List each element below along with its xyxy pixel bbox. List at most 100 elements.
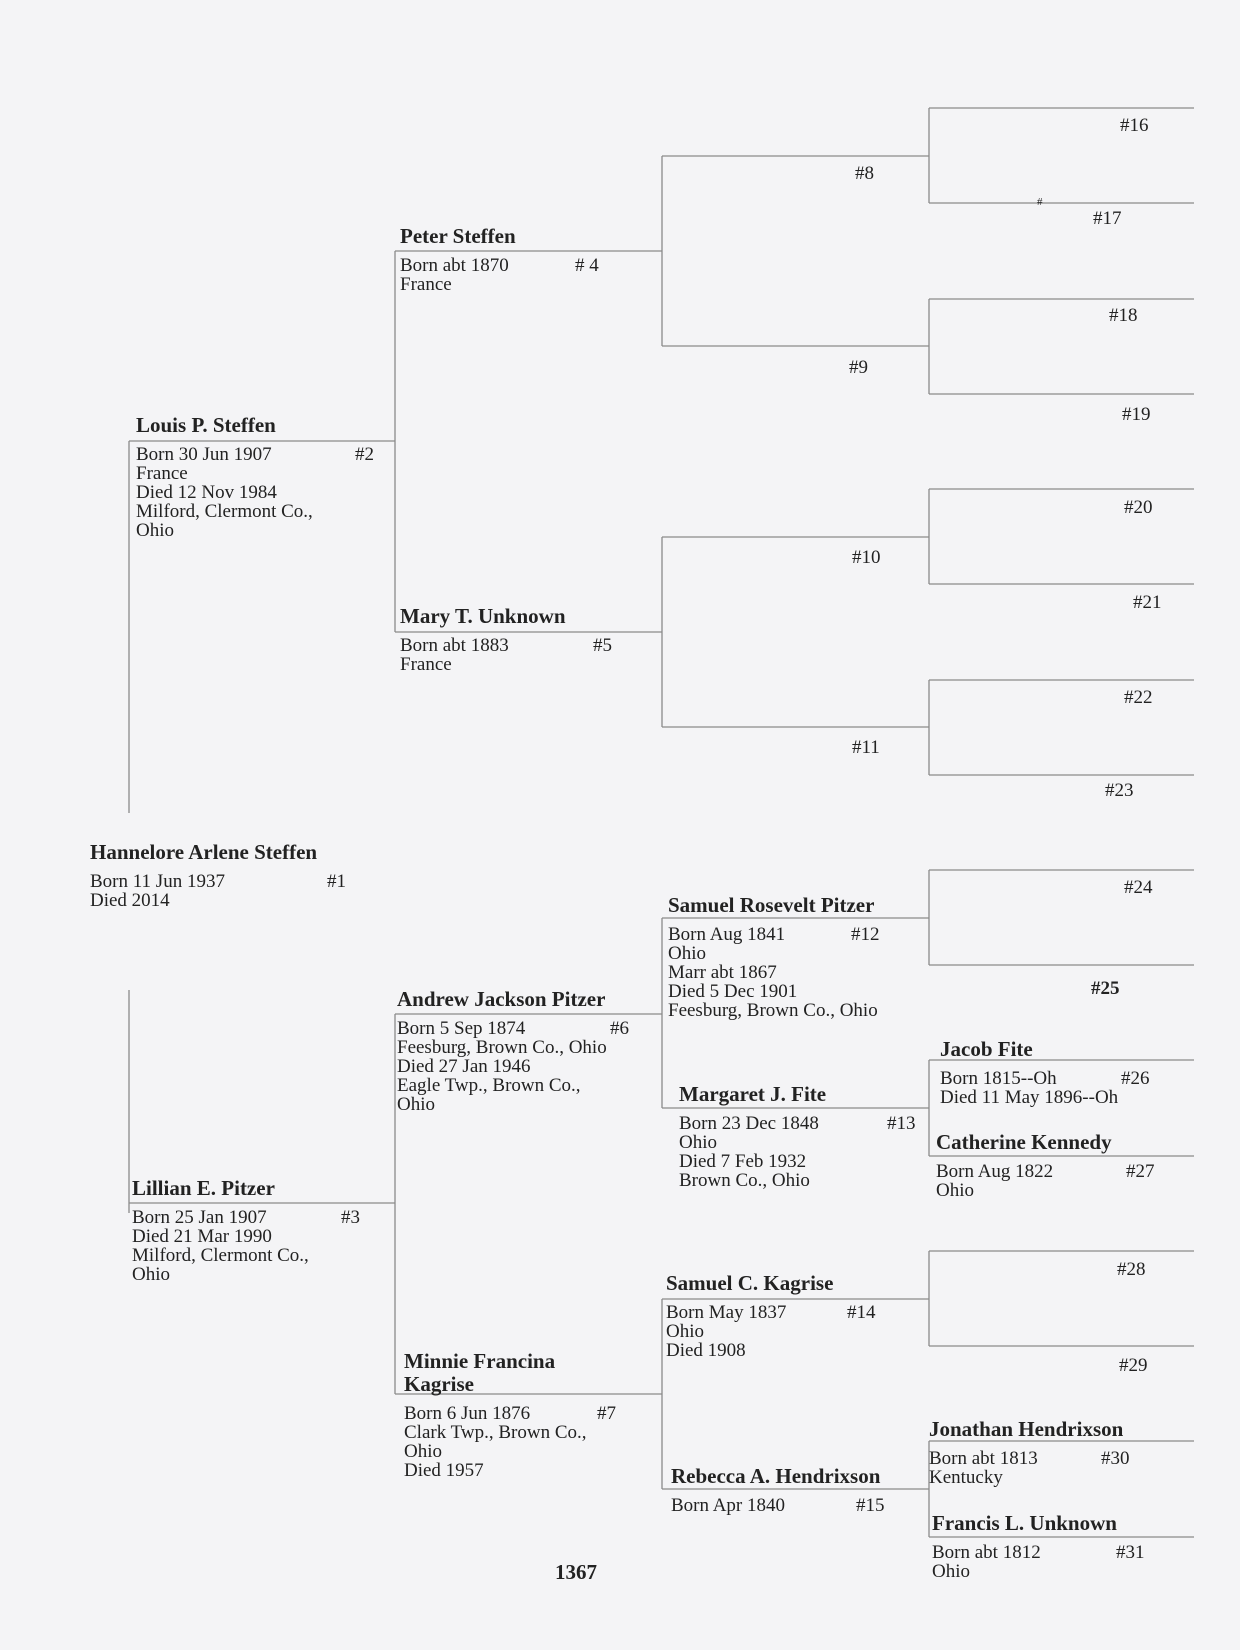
- detail-line: Feesburg, Brown Co., Ohio: [397, 1037, 607, 1058]
- slot-number-29: #29: [1119, 1355, 1148, 1376]
- person-number: #7: [597, 1403, 616, 1424]
- person-details: Born 1815--Oh Died 11 May 1896--Oh #26: [940, 1068, 1150, 1108]
- detail-line: Feesburg, Brown Co., Ohio: [668, 1000, 878, 1021]
- slot-number-18: #18: [1109, 305, 1138, 326]
- detail-line: France: [136, 463, 188, 484]
- person-details: Born 6 Jun 1876 Clark Twp., Brown Co., O…: [404, 1403, 616, 1481]
- person-5: Mary T. Unknown Born abt 1883 France #5: [400, 604, 612, 675]
- person-30: Jonathan Hendrixson Born abt 1813 Kentuc…: [929, 1417, 1130, 1488]
- person-number: #27: [1126, 1161, 1155, 1182]
- detail-line: Born 1815--Oh: [940, 1068, 1057, 1089]
- detail-line: Died 11 May 1896--Oh: [940, 1087, 1119, 1108]
- stray-mark: #: [1037, 196, 1043, 208]
- person-number: #6: [610, 1018, 629, 1039]
- person-12: Samuel Rosevelt Pitzer Born Aug 1841 Ohi…: [668, 893, 880, 1021]
- person-name: Jonathan Hendrixson: [929, 1417, 1124, 1441]
- detail-line: Born 11 Jun 1937: [90, 871, 225, 892]
- detail-line: Born 30 Jun 1907: [136, 444, 272, 465]
- person-number: #15: [856, 1495, 885, 1516]
- slot-number-25: #25: [1091, 978, 1120, 999]
- slot-number-23: #23: [1105, 780, 1134, 801]
- person-number: #12: [851, 924, 880, 945]
- detail-line: Milford, Clermont Co.,: [132, 1245, 309, 1266]
- person-name: Jacob Fite: [940, 1037, 1033, 1061]
- person-number: # 4: [575, 255, 599, 276]
- detail-line: Marr abt 1867: [668, 962, 777, 983]
- person-details: Born Apr 1840 #15: [671, 1496, 885, 1515]
- detail-line: Died 21 Mar 1990: [132, 1226, 272, 1247]
- slot-number-17: #17: [1093, 208, 1122, 229]
- person-name-line: Kagrise: [404, 1372, 474, 1396]
- page-number: 1367: [555, 1560, 597, 1584]
- person-name: Catherine Kennedy: [936, 1130, 1112, 1154]
- person-number: #14: [847, 1302, 876, 1323]
- person-3: Lillian E. Pitzer Born 25 Jan 1907 Died …: [132, 1176, 360, 1285]
- slot-number-22: #22: [1124, 687, 1153, 708]
- person-number: #13: [887, 1113, 916, 1134]
- person-14: Samuel C. Kagrise Born May 1837 Ohio Die…: [666, 1271, 876, 1361]
- person-name: Mary T. Unknown: [400, 604, 566, 628]
- person-details: Born 23 Dec 1848 Ohio Died 7 Feb 1932 Br…: [679, 1114, 916, 1191]
- person-details: Born abt 1812 Ohio #31: [932, 1542, 1145, 1582]
- slot-number-8: #8: [855, 163, 874, 184]
- detail-line: Born abt 1870: [400, 255, 509, 276]
- slot-number-16: #16: [1120, 115, 1149, 136]
- person-number: #3: [341, 1207, 360, 1228]
- person-13: Margaret J. Fite Born 23 Dec 1848 Ohio D…: [679, 1083, 916, 1191]
- person-details: Born abt 1883 France #5: [400, 636, 612, 675]
- detail-line: France: [400, 274, 452, 295]
- person-name: Peter Steffen: [400, 224, 516, 248]
- detail-line: Ohio: [404, 1441, 442, 1462]
- detail-line: Brown Co., Ohio: [679, 1170, 810, 1191]
- slot-number-9: #9: [849, 357, 868, 378]
- person-number: #5: [593, 635, 612, 656]
- detail-line: Ohio: [136, 520, 174, 541]
- detail-line: Kentucky: [929, 1467, 1003, 1488]
- person-27: Catherine Kennedy Born Aug 1822 Ohio #27: [936, 1130, 1155, 1201]
- detail-line: Died 7 Feb 1932: [679, 1151, 807, 1172]
- person-details: Born Aug 1822 Ohio #27: [936, 1162, 1155, 1201]
- slot-number-19: #19: [1122, 404, 1151, 425]
- detail-line: Born Aug 1841: [668, 924, 786, 945]
- person-name: Samuel C. Kagrise: [666, 1271, 834, 1295]
- person-name: Francis L. Unknown: [932, 1511, 1117, 1535]
- detail-line: Died 27 Jan 1946: [397, 1056, 531, 1077]
- person-name: Hannelore Arlene Steffen: [90, 840, 318, 864]
- detail-line: Born abt 1812: [932, 1542, 1041, 1563]
- person-name: Andrew Jackson Pitzer: [397, 987, 606, 1011]
- slot-number-28: #28: [1117, 1259, 1146, 1280]
- person-number: #2: [355, 444, 374, 465]
- person-1: Hannelore Arlene Steffen Born 11 Jun 193…: [90, 840, 346, 911]
- detail-line: Milford, Clermont Co.,: [136, 501, 313, 522]
- person-number: #31: [1116, 1542, 1145, 1563]
- detail-line: Died 1908: [666, 1340, 746, 1361]
- slot-number-11: #11: [852, 737, 880, 758]
- detail-line: Ohio: [936, 1180, 974, 1201]
- detail-line: Ohio: [397, 1094, 435, 1115]
- person-details: Born Aug 1841 Ohio Marr abt 1867 Died 5 …: [668, 924, 880, 1021]
- slot-number-20: #20: [1124, 497, 1153, 518]
- detail-line: Ohio: [132, 1264, 170, 1285]
- detail-line: Born 6 Jun 1876: [404, 1403, 531, 1424]
- person-details: Born abt 1813 Kentucky #30: [929, 1448, 1130, 1488]
- detail-line: France: [400, 654, 452, 675]
- detail-line: Ohio: [668, 943, 706, 964]
- detail-line: Died 12 Nov 1984: [136, 482, 277, 503]
- detail-line: Clark Twp., Brown Co.,: [404, 1422, 587, 1443]
- person-name: Lillian E. Pitzer: [132, 1176, 275, 1200]
- slot-number-21: #21: [1133, 592, 1162, 613]
- person-details: Born abt 1870 France # 4: [400, 255, 599, 295]
- person-15: Rebecca A. Hendrixson Born Apr 1840 #15: [671, 1465, 885, 1516]
- person-6: Andrew Jackson Pitzer Born 5 Sep 1874 Fe…: [397, 987, 629, 1115]
- person-name: Samuel Rosevelt Pitzer: [668, 893, 875, 917]
- person-details: Born 25 Jan 1907 Died 21 Mar 1990 Milfor…: [132, 1208, 360, 1285]
- person-details: Born May 1837 Ohio Died 1908 #14: [666, 1303, 876, 1361]
- detail-line: Ohio: [932, 1561, 970, 1582]
- person-name: Louis P. Steffen: [136, 413, 276, 437]
- person-details: Born 5 Sep 1874 Feesburg, Brown Co., Ohi…: [397, 1019, 629, 1115]
- detail-line: Died 2014: [90, 890, 170, 911]
- detail-line: Ohio: [679, 1132, 717, 1153]
- detail-line: Born abt 1813: [929, 1448, 1038, 1469]
- detail-line: Died 1957: [404, 1460, 484, 1481]
